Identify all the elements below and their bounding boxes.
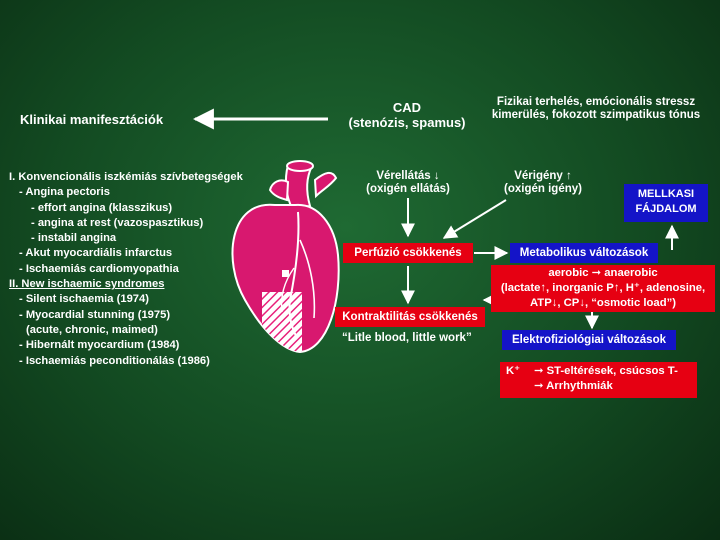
list-item: - Ischaemiás peconditionálás (1986): [19, 354, 210, 367]
heart-illustration: [231, 160, 340, 354]
aerobic-line1: aerobic ➞ anaerobic: [548, 267, 658, 279]
aerobic-line2: (lactate↑, inorganic P↑, H⁺, adenosine,: [500, 282, 706, 294]
list-item: - Akut myocardiális infarctus: [19, 247, 173, 260]
list-item: - Silent ischaemia (1974): [19, 293, 149, 306]
st-line1: ➞ ST-eltérések, csúcsos T-: [534, 365, 678, 377]
list-item: - Ischaemiás cardiomyopathia: [19, 262, 179, 275]
list-item: (acute, chronic, maimed): [26, 323, 158, 336]
perfusion-box: Perfúzió csökkenés: [343, 243, 473, 263]
electro-detail-box: K⁺ ➞ ST-eltérések, csúcsos T- ➞ Arrhythm…: [500, 362, 697, 398]
manifestations-heading: Klinikai manifesztációk: [20, 112, 164, 127]
list-item: - angina at rest (vazospasztikus): [31, 216, 204, 229]
stress-line1: Fizikai terhelés, emócionális stressz: [496, 96, 696, 108]
chest-pain-box: MELLKASI FÁJDALOM: [624, 184, 708, 222]
cad-label: CAD (stenózis, spamus): [343, 100, 471, 130]
list-item: - effort angina (klasszikus): [31, 201, 173, 214]
stress-line2: kimerülés, fokozott szimpatikus tónus: [491, 108, 701, 121]
list-item: - Myocardial stunning (1975): [19, 308, 171, 321]
aerobic-box: aerobic ➞ anaerobic (lactate↑, inorganic…: [491, 265, 715, 312]
supply-label: Vérellátás ↓ (oxigén ellátás): [356, 170, 460, 196]
st-line2: ➞ Arrhythmiák: [534, 380, 613, 392]
stress-label: Fizikai terhelés, emócionális stressz ki…: [485, 96, 707, 122]
supply-line2: (oxigén ellátás): [366, 182, 450, 195]
metabolic-box: Metabolikus változások: [510, 243, 658, 263]
demand-line2: (oxigén igény): [504, 182, 582, 195]
chest-pain-line1: MELLKASI: [637, 188, 695, 200]
manifestation-list: I. Konvencionális iszkémiás szívbetegség…: [9, 170, 243, 369]
demand-label: Vérigény ↑ (oxigén igény): [490, 170, 596, 196]
list-item: - Angina pectoris: [19, 186, 110, 199]
list-item: I. Konvencionális iszkémiás szívbetegség…: [9, 171, 243, 183]
chest-pain-line2: FÁJDALOM: [635, 203, 697, 215]
supply-line1: Vérellátás ↓: [376, 170, 440, 182]
cad-line2: (stenózis, spamus): [348, 114, 466, 130]
list-item: II. New ischaemic syndromes: [9, 278, 165, 291]
demand-line1: Vérigény ↑: [514, 170, 572, 182]
quote-label: “Litle blood, little work”: [342, 332, 472, 344]
electro-box: Elektrofiziológiai változások: [502, 330, 676, 350]
list-item: - instabil angina: [31, 232, 117, 245]
arrow-demand-to-perfusion: [442, 199, 507, 239]
contractility-box: Kontraktilitás csökkenés: [335, 307, 485, 327]
list-item: - Hibernált myocardium (1984): [19, 339, 180, 352]
cad-line1: CAD: [392, 100, 422, 115]
potassium-label: K⁺: [506, 365, 521, 377]
aerobic-line3: ATP↓, CP↓, “osmotic load”): [529, 297, 677, 309]
